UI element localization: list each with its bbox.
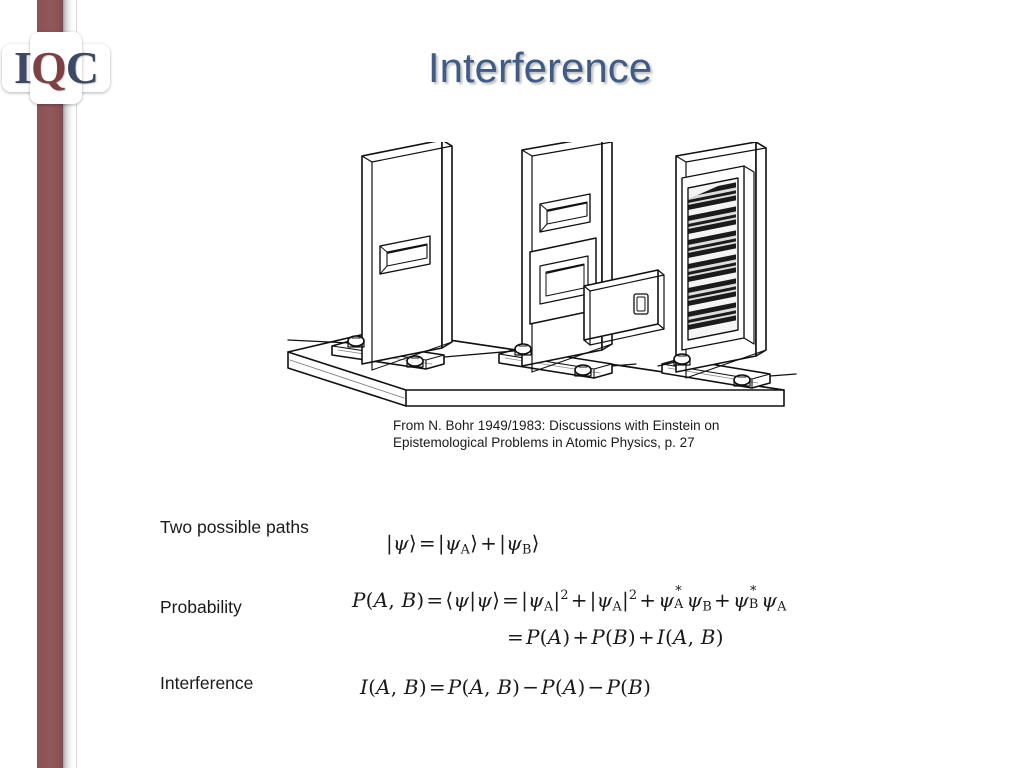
logo-badge-shape (2, 32, 110, 104)
decorative-sidebar (0, 0, 80, 768)
logo-letter-q: Q (30, 42, 67, 93)
logo-letter-i: I (14, 42, 32, 93)
equation-label-probability: Probability (160, 597, 242, 617)
equation-label-interference: Interference (160, 673, 254, 693)
sidebar-hairline (76, 0, 77, 768)
bohr-apparatus-figure (284, 142, 800, 414)
equation-block: Two possible paths |ψ⟩=|ψA⟩+|ψB⟩ Probabi… (0, 505, 1024, 735)
logo-letter-c: C (65, 42, 99, 93)
bolt-group-middle (514, 343, 592, 377)
equation-math-two-possible-paths: |ψ⟩=|ψA⟩+|ψB⟩ (386, 531, 540, 558)
equation-math-probability-line-2: =P(A)+P(B)+I(A, B) (507, 625, 724, 649)
equation-math-interference: I(A, B)=P(A, B)−P(A)−P(B) (360, 675, 652, 699)
sidebar-gloss-strip (63, 0, 75, 768)
figure-caption-line-1: From N. Bohr 1949/1983: Discussions with… (393, 418, 720, 433)
sidebar-maroon-bar (37, 0, 63, 768)
figure-caption-line-2: Epistemological Problems in Atomic Physi… (393, 435, 695, 450)
detection-screen-with-fringes (675, 142, 767, 379)
bolt-group-left (347, 335, 424, 368)
middle-screen-double-slit (521, 142, 613, 373)
equation-label-two-possible-paths: Two possible paths (160, 517, 309, 537)
logo-plate-vertical (30, 32, 82, 104)
bolt-group-right (673, 353, 751, 387)
page-title: Interference (427, 44, 653, 91)
first-screen-single-slit (361, 142, 453, 371)
connecting-rods (287, 339, 797, 377)
sliding-shutter-plate (583, 269, 665, 346)
figure-caption: From N. Bohr 1949/1983: Discussions with… (393, 417, 813, 451)
